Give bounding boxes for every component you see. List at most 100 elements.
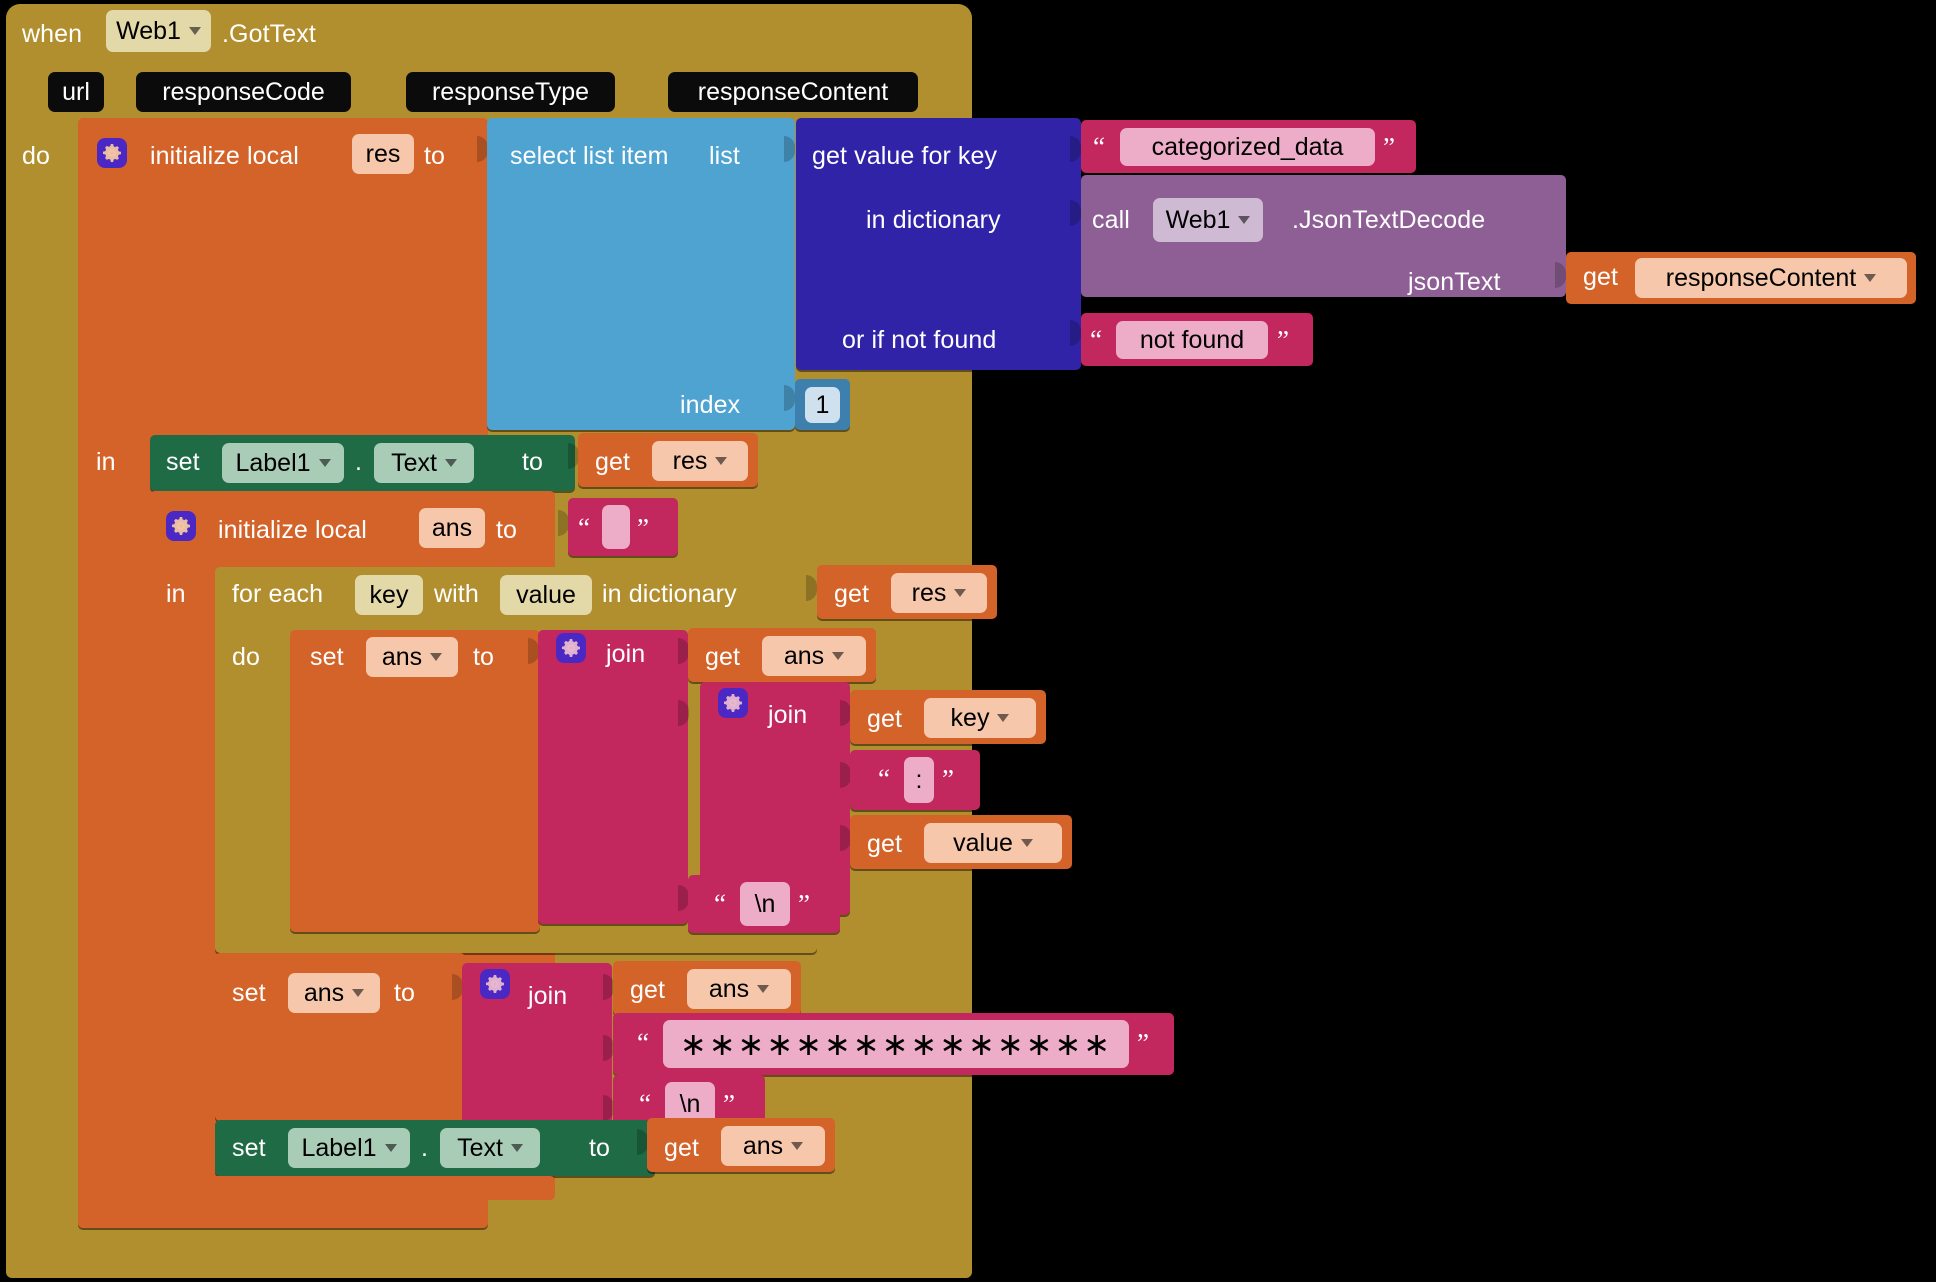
get-key-dropdown[interactable]: key xyxy=(924,698,1036,738)
set-ans-outer-varname: ans xyxy=(303,978,345,1007)
event-param-responsecontent[interactable]: responseContent xyxy=(668,72,918,112)
text-block-colon-field[interactable]: : xyxy=(904,757,934,803)
for-each-prefix-label: for each xyxy=(232,580,324,608)
mutator-gear-icon[interactable] xyxy=(480,969,510,999)
text-block-categorized-data-value: categorized_data xyxy=(1151,132,1344,161)
chevron-down-icon xyxy=(997,714,1010,722)
text-block-empty-field[interactable] xyxy=(602,505,630,549)
set-label1-component-dropdown[interactable]: Label1 xyxy=(222,443,344,483)
join-label-outer: join xyxy=(528,982,568,1010)
set-ans-inner-set-label: set xyxy=(310,643,344,671)
get-ans-dropdown-2[interactable]: ans xyxy=(687,969,791,1009)
open-quote-glyph: “ xyxy=(637,1028,649,1058)
get-res-get-label: get xyxy=(595,448,631,476)
init-local-res-varname-text: res xyxy=(365,139,401,168)
for-each-dict-socket xyxy=(806,575,817,601)
get-res-dropdown-2[interactable]: res xyxy=(891,573,987,613)
for-each-value-varname[interactable]: value xyxy=(500,575,592,615)
event-param-responsetype[interactable]: responseType xyxy=(406,72,615,112)
call-method-name: .JsonTextDecode xyxy=(1292,206,1486,234)
get-value-for-key-block[interactable] xyxy=(796,118,1081,370)
call-arg-jsontext-socket xyxy=(1555,262,1566,288)
text-block-asterisks-value: ∗∗∗∗∗∗∗∗∗∗∗∗∗∗∗ xyxy=(679,1026,1113,1062)
init-local-ans-in-label: in xyxy=(166,580,186,608)
text-block-asterisks-field[interactable]: ∗∗∗∗∗∗∗∗∗∗∗∗∗∗∗ xyxy=(663,1020,1129,1068)
get-ans-value-3: ans xyxy=(742,1131,784,1160)
open-quote-glyph: “ xyxy=(639,1089,651,1119)
join-outer-arg1-socket xyxy=(603,974,614,1000)
set-label1-component-dropdown-2[interactable]: Label1 xyxy=(288,1128,410,1168)
for-each-key-varname-text: key xyxy=(369,580,409,609)
get-ans-value-1: ans xyxy=(783,641,825,670)
get-key-get-label: get xyxy=(867,705,903,733)
set-label1-text-res-notch xyxy=(176,435,210,444)
close-quote-glyph: ” xyxy=(637,513,649,543)
init-local-ans-varname[interactable]: ans xyxy=(419,508,485,548)
get-ans-get-label-2: get xyxy=(630,976,666,1004)
open-quote-glyph: “ xyxy=(1090,325,1102,355)
join-arg1-socket xyxy=(678,638,689,664)
mutator-gear-icon[interactable] xyxy=(97,138,127,168)
for-each-dict-label: in dictionary xyxy=(602,580,737,608)
event-when-label: when xyxy=(22,20,83,48)
for-each-key-varname[interactable]: key xyxy=(355,575,423,615)
event-component-name: Web1 xyxy=(116,16,181,45)
get-key-value: key xyxy=(950,703,990,732)
init-local-ans-bottom-rail xyxy=(150,1176,555,1200)
get-responsecontent-dropdown[interactable]: responseContent xyxy=(1635,258,1907,298)
text-block-newline-2-value: \n xyxy=(679,1089,701,1118)
set-label1-text-res-block[interactable] xyxy=(150,435,575,491)
join-outer-arg3-socket xyxy=(603,1095,614,1121)
set-ans-inner-value-socket xyxy=(528,638,539,664)
event-component-dropdown[interactable]: Web1 xyxy=(106,10,211,52)
set-label1-property-dropdown-2[interactable]: Text xyxy=(440,1128,540,1168)
set-label1-property-dropdown[interactable]: Text xyxy=(374,443,474,483)
chevron-down-icon xyxy=(1864,274,1877,282)
text-block-not-found-value: not found xyxy=(1139,325,1245,354)
get-value-dropdown[interactable]: value xyxy=(924,823,1062,863)
chevron-down-icon xyxy=(444,459,457,467)
join-block-inner-outer[interactable] xyxy=(538,630,688,924)
chevron-down-icon xyxy=(791,1142,804,1150)
get-ans-dropdown-3[interactable]: ans xyxy=(721,1126,825,1166)
select-list-item-block[interactable] xyxy=(487,118,795,430)
set-label1-property-name-2: Text xyxy=(457,1133,503,1162)
mutator-gear-icon[interactable] xyxy=(718,688,748,718)
inner-join-arg3-socket xyxy=(840,825,851,851)
init-local-ans-to-label: to xyxy=(496,516,518,544)
init-local-res-varname[interactable]: res xyxy=(352,134,414,174)
set-ans-outer-notch xyxy=(241,953,275,962)
set-ans-inner-block[interactable] xyxy=(290,630,540,932)
number-block-index-field[interactable]: 1 xyxy=(805,387,840,423)
event-param-url[interactable]: url xyxy=(48,72,104,112)
chevron-down-icon xyxy=(757,985,770,993)
for-each-dict-notch xyxy=(241,567,275,576)
mutator-gear-icon[interactable] xyxy=(166,511,196,541)
set-ans-outer-dropdown[interactable]: ans xyxy=(288,973,380,1013)
init-local-res-to-label: to xyxy=(424,142,446,170)
open-quote-glyph: “ xyxy=(578,513,590,543)
text-block-newline-1-field[interactable]: \n xyxy=(740,882,790,926)
chevron-down-icon xyxy=(352,989,365,997)
join-arg3-socket xyxy=(678,885,689,911)
call-keyword-label: call xyxy=(1092,206,1130,234)
get-ans-dropdown-1[interactable]: ans xyxy=(762,636,866,676)
call-component-dropdown[interactable]: Web1 xyxy=(1153,198,1263,242)
get-value-for-key-notfound-socket xyxy=(1070,320,1081,346)
text-block-colon-value: : xyxy=(915,765,923,794)
mutator-gear-icon[interactable] xyxy=(556,633,586,663)
for-each-value-varname-text: value xyxy=(516,580,576,609)
text-block-categorized-data-field[interactable]: categorized_data xyxy=(1120,128,1375,166)
chevron-down-icon xyxy=(188,27,201,35)
get-ans-get-label-3: get xyxy=(664,1134,700,1162)
set-dot-separator: . xyxy=(355,448,363,476)
set-ans-inner-dropdown[interactable]: ans xyxy=(366,637,458,677)
chevron-down-icon xyxy=(384,1144,397,1152)
set-keyword-label: set xyxy=(166,448,200,476)
get-res-dropdown-1[interactable]: res xyxy=(652,441,748,481)
join-label-inner-outer: join xyxy=(606,640,646,668)
event-param-responsecode[interactable]: responseCode xyxy=(136,72,351,112)
chevron-down-icon xyxy=(715,457,728,465)
text-block-not-found-field[interactable]: not found xyxy=(1116,321,1268,359)
